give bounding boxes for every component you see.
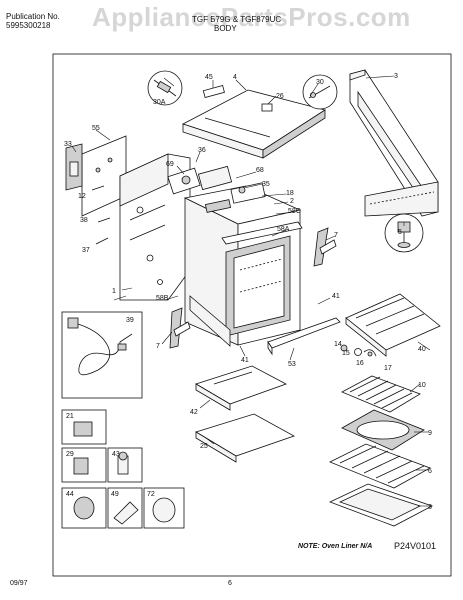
broiler-tray-40 <box>345 293 441 357</box>
oven-liner-note: NOTE: Oven Liner N/A <box>298 543 373 550</box>
callout-43: 43 <box>112 451 120 458</box>
front-frame <box>189 221 303 347</box>
publication-label: Publication No. <box>6 12 60 21</box>
broiler-grid-10 <box>341 375 421 413</box>
callout-39: 39 <box>126 317 134 324</box>
callout-7-right: 7 <box>334 232 338 239</box>
callout-58c: 58C <box>288 208 301 215</box>
callout-58b: 58B <box>156 295 169 302</box>
callout-labels: 45 4 30A 30 26 3 55 33 36 69 68 35 18 2 … <box>64 73 432 511</box>
callout-35: 35 <box>262 181 270 188</box>
callout-21: 21 <box>66 413 74 420</box>
callout-16: 16 <box>356 360 364 367</box>
callout-40: 40 <box>418 346 426 353</box>
callout-17: 17 <box>384 365 392 372</box>
callout-6: 6 <box>428 468 432 475</box>
callout-7-left: 7 <box>156 343 160 350</box>
callout-10: 10 <box>418 382 426 389</box>
top-panel <box>181 89 326 159</box>
callout-37: 37 <box>82 247 90 254</box>
callout-42: 42 <box>190 409 198 416</box>
callout-9: 9 <box>428 430 432 437</box>
callout-33: 33 <box>64 141 72 148</box>
callout-45: 45 <box>205 74 213 81</box>
callout-72: 72 <box>147 491 155 498</box>
model-number: TGF Б79G & TGF879UC <box>192 15 282 24</box>
power-cord-inset <box>61 311 143 399</box>
callout-41-right: 41 <box>332 293 340 300</box>
back-panel-55 <box>65 135 127 217</box>
callout-4: 4 <box>233 74 237 81</box>
inset-30 <box>302 74 338 110</box>
revision-date: 09/97 <box>10 580 28 587</box>
callout-18: 18 <box>286 190 294 197</box>
page-number: 6 <box>228 580 232 587</box>
callout-49: 49 <box>111 491 119 498</box>
oven-rack-6 <box>329 443 431 489</box>
part-box-21 <box>61 409 107 445</box>
callout-15: 15 <box>342 350 350 357</box>
part-box-29 <box>61 447 107 483</box>
oven-bottom-42 <box>195 365 287 411</box>
inset-30a <box>147 70 183 106</box>
callout-8: 8 <box>428 504 432 511</box>
side-panel-3 <box>349 69 439 217</box>
door-hinge-left <box>169 307 191 349</box>
drawer-bottom-25 <box>195 413 295 463</box>
leveling-leg-inset <box>384 213 424 253</box>
bracket-45 <box>202 85 225 98</box>
leader-lines <box>71 75 431 507</box>
callout-25: 25 <box>200 443 208 450</box>
watermark: AppliancePartsPros.com <box>92 2 411 32</box>
callout-3: 3 <box>394 73 398 80</box>
callout-58a: 58A <box>277 226 290 233</box>
callout-30: 30 <box>316 79 324 86</box>
callout-69: 69 <box>166 161 174 168</box>
part-box-43 <box>107 447 143 483</box>
callout-14: 14 <box>334 341 342 348</box>
door-hinge-right <box>313 227 337 267</box>
callout-29: 29 <box>66 451 74 458</box>
callout-41-left: 41 <box>241 357 249 364</box>
callout-38: 38 <box>80 217 88 224</box>
burner-controls <box>167 165 266 204</box>
part-box-72 <box>143 487 185 529</box>
part-box-44 <box>61 487 107 529</box>
callout-12: 12 <box>78 193 86 200</box>
rack-tray-8 <box>328 483 434 527</box>
small-hardware <box>340 344 377 357</box>
diagram-frame <box>52 53 452 577</box>
broiler-pan-9 <box>341 409 425 451</box>
callout-36: 36 <box>198 147 206 154</box>
callout-53: 53 <box>288 361 296 368</box>
callout-68: 68 <box>256 167 264 174</box>
callout-26: 26 <box>276 93 284 100</box>
part-box-49 <box>107 487 143 529</box>
section-title: BODY <box>214 24 237 33</box>
callout-2: 2 <box>290 198 294 205</box>
callout-30a: 30A <box>153 99 166 106</box>
callout-1: 1 <box>112 288 116 295</box>
publication-number: 5995300218 <box>6 21 51 30</box>
callout-5: 5 <box>398 229 402 236</box>
callout-44: 44 <box>66 491 74 498</box>
callout-55: 55 <box>92 125 100 132</box>
figure-code: P24V0101 <box>394 541 437 551</box>
kickplate-53 <box>267 317 341 356</box>
screws <box>91 185 111 245</box>
